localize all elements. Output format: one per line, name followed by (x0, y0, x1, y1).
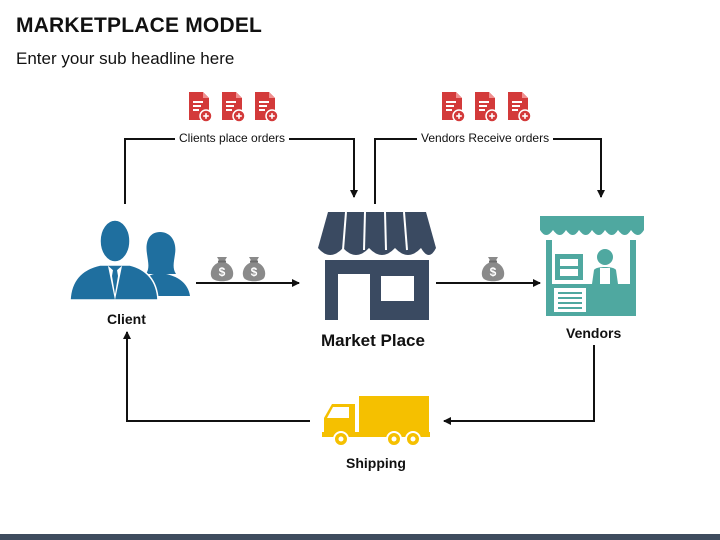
client-people-icon (69, 219, 190, 301)
client-label: Client (107, 311, 146, 327)
money-symbol: $ (251, 265, 258, 279)
clients-place-orders-label: Clients place orders (175, 131, 290, 145)
order-document-icon (254, 91, 279, 123)
truck-icon (322, 396, 430, 447)
page-subtitle: Enter your sub headline here (16, 49, 235, 68)
vendors-label: Vendors (566, 325, 622, 341)
order-document-icon (441, 91, 466, 123)
vendors-to-shipping-line (443, 345, 595, 425)
marketplace-label: Market Place (321, 331, 425, 350)
vendor-stall-icon (540, 216, 644, 316)
shipping-label: Shipping (346, 455, 406, 471)
money-symbol: $ (490, 265, 497, 279)
order-document-icon (507, 91, 532, 123)
footer-bar (0, 534, 720, 540)
money-symbol: $ (219, 265, 226, 279)
order-document-icon (188, 91, 213, 123)
client-to-marketplace-orders-line (124, 138, 358, 204)
order-document-icon (221, 91, 246, 123)
order-document-icon (474, 91, 499, 123)
vendors-receive-orders-label: Vendors Receive orders (417, 131, 554, 145)
store-icon (318, 211, 436, 320)
page-title: MARKETPLACE MODEL (16, 14, 263, 37)
client-orders-document-group (188, 91, 279, 123)
vendor-orders-document-group (441, 91, 532, 123)
shipping-to-client-line (123, 331, 310, 422)
marketplace-to-vendors-orders-line (374, 138, 605, 204)
